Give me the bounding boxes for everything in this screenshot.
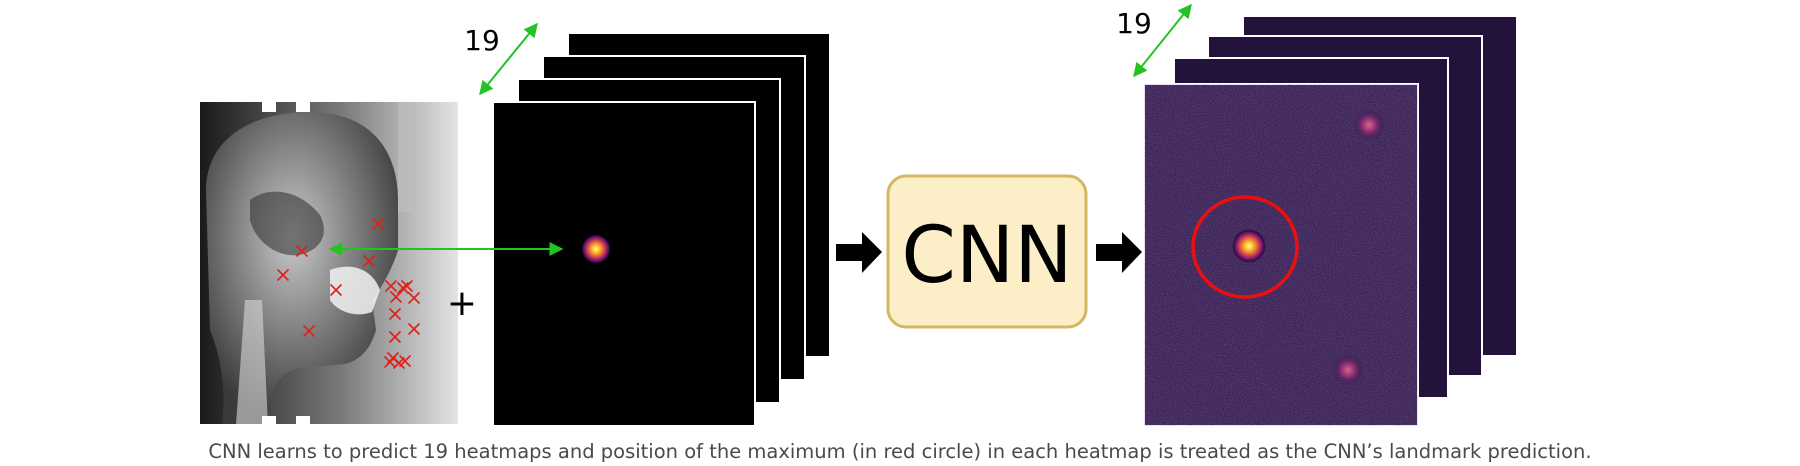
landmark-markers xyxy=(276,217,421,370)
landmark-cross-icon xyxy=(388,330,402,344)
landmark-cross-icon xyxy=(396,281,410,295)
depth-arrow-output xyxy=(1133,3,1192,78)
maximum-circle xyxy=(1191,195,1299,299)
heatmap-hotspot xyxy=(581,234,611,264)
landmark-cross-icon xyxy=(371,217,385,231)
landmark-cross-icon xyxy=(400,279,414,293)
landmark-cross-icon xyxy=(276,268,290,282)
landmark-cross-icon xyxy=(384,279,398,293)
figure-caption: CNN learns to predict 19 heatmaps and po… xyxy=(208,440,1592,463)
flow-arrow-1 xyxy=(836,232,882,273)
plus-operator: + xyxy=(447,283,477,324)
landmark-cross-icon xyxy=(329,283,343,297)
output-heatmap-stack xyxy=(1143,15,1518,427)
landmark-cross-icon xyxy=(362,254,376,268)
input-count-label: 19 xyxy=(464,24,500,57)
input-heatmap-front xyxy=(492,101,756,427)
cnn-label: CNN xyxy=(901,211,1072,301)
depth-arrow-input xyxy=(479,22,538,96)
output-count-label: 19 xyxy=(1116,7,1152,40)
xray-image xyxy=(200,102,458,424)
secondary-hotspot-bottom xyxy=(1332,354,1364,386)
landmark-cross-icon xyxy=(407,291,421,305)
landmark-cross-icon xyxy=(302,324,316,338)
input-heatmap-stack xyxy=(492,32,831,427)
predicted-hotspot xyxy=(1232,229,1266,263)
landmark-cross-icon xyxy=(383,355,397,369)
landmark-cross-icon xyxy=(398,354,412,368)
pipeline-diagram: + 19 CNN 19 xyxy=(200,3,1518,427)
landmark-cross-icon xyxy=(389,290,403,304)
landmark-cross-icon xyxy=(388,307,402,321)
secondary-hotspot-top xyxy=(1353,109,1385,141)
landmark-cross-icon xyxy=(407,322,421,336)
landmark-cross-icon xyxy=(295,244,309,258)
flow-arrow-2 xyxy=(1096,232,1142,273)
cnn-box: CNN xyxy=(886,174,1088,329)
